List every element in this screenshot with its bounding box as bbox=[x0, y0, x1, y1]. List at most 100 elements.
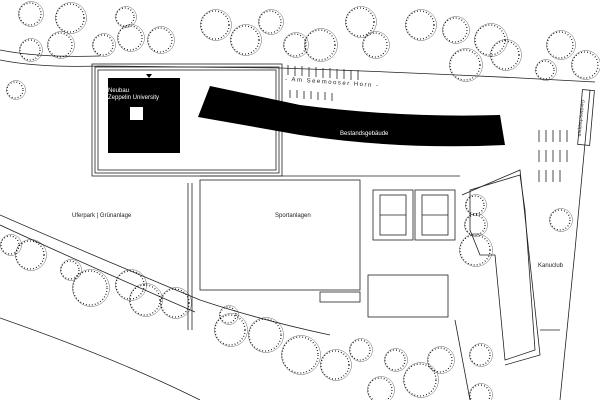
tree-canopy-outline bbox=[72, 269, 110, 307]
label-new-building-name: Zeppelin University bbox=[108, 95, 160, 101]
new-building bbox=[108, 78, 180, 153]
tree-icon bbox=[214, 314, 246, 346]
tree-icon bbox=[349, 339, 371, 361]
sports-field bbox=[199, 179, 361, 291]
label-park: Uferpark | Grünanlage bbox=[72, 213, 132, 219]
tennis-court-frame bbox=[414, 189, 456, 241]
tree-canopy-outline bbox=[115, 6, 137, 28]
tree-canopy-outline bbox=[304, 28, 338, 62]
tree-canopy-outline bbox=[283, 32, 309, 58]
tree-icon bbox=[258, 10, 282, 34]
tree-icon bbox=[403, 363, 437, 397]
tree-canopy-outline bbox=[403, 362, 439, 398]
tree-canopy-outline bbox=[117, 24, 145, 52]
tree-icon bbox=[427, 347, 453, 373]
tree-canopy-outline bbox=[6, 80, 26, 100]
tree-canopy-outline bbox=[367, 376, 395, 400]
tree-canopy-outline bbox=[281, 335, 321, 375]
tree-icon bbox=[283, 33, 307, 57]
tree-canopy-outline bbox=[15, 239, 47, 271]
tree-canopy-outline bbox=[549, 208, 573, 232]
tree-icon bbox=[367, 377, 393, 400]
tree-canopy-outline bbox=[405, 9, 437, 41]
label-canoe-club: Kanuclub bbox=[538, 263, 564, 269]
tree-icon bbox=[160, 288, 190, 318]
tree-icon bbox=[92, 34, 114, 56]
tree-canopy-outline bbox=[19, 38, 43, 62]
tree-icon bbox=[474, 24, 506, 56]
shoreline bbox=[0, 317, 201, 400]
tree-canopy-outline bbox=[384, 348, 408, 372]
tree-canopy-outline bbox=[147, 26, 175, 54]
tree-canopy-outline bbox=[449, 48, 483, 82]
tree-icon bbox=[55, 3, 85, 33]
tree-canopy-outline bbox=[427, 346, 455, 374]
tree-icon bbox=[115, 7, 135, 27]
tree-canopy-outline bbox=[465, 194, 487, 216]
tree-icon bbox=[345, 7, 375, 37]
tree-canopy-outline bbox=[469, 343, 493, 367]
tree-icon bbox=[18, 2, 42, 26]
tree-canopy-outline bbox=[92, 33, 116, 57]
tree-canopy-outline bbox=[546, 30, 576, 60]
small-field bbox=[319, 291, 361, 303]
road-edge-north-2 bbox=[0, 49, 101, 57]
tree-canopy-outline bbox=[362, 31, 390, 59]
tree-icon bbox=[362, 32, 388, 58]
tree-icon bbox=[19, 39, 41, 61]
tree-icon bbox=[6, 81, 24, 99]
tree-icon bbox=[147, 27, 173, 53]
tree-icon bbox=[464, 214, 486, 236]
label-existing-building: Bestandsgebäude bbox=[340, 131, 389, 137]
tree-icon bbox=[320, 350, 350, 380]
tree-canopy-outline bbox=[490, 39, 522, 71]
tree-icon bbox=[459, 234, 491, 266]
shore-path-2 bbox=[0, 224, 196, 313]
tree-canopy-outline bbox=[320, 349, 352, 381]
tree-canopy-outline bbox=[129, 283, 163, 317]
label-new-building: Neubau bbox=[108, 88, 130, 94]
parking-stalls bbox=[287, 65, 568, 182]
tree-canopy-outline bbox=[469, 383, 493, 400]
small-court bbox=[367, 274, 449, 318]
tree-icon bbox=[469, 344, 491, 366]
tree-canopy-outline bbox=[214, 313, 248, 347]
entrance-marker bbox=[146, 74, 152, 78]
tree-canopy-outline bbox=[115, 269, 147, 301]
tree-canopy-outline bbox=[535, 59, 557, 81]
tree-icon bbox=[15, 240, 45, 270]
tree-icon bbox=[469, 384, 491, 400]
canoe-club-building bbox=[469, 174, 536, 361]
tree-icon bbox=[571, 51, 599, 79]
tree-canopy-outline bbox=[47, 31, 75, 59]
tree-canopy-outline bbox=[200, 9, 232, 41]
tree-icon bbox=[549, 209, 571, 231]
new-building-courtyard bbox=[130, 107, 143, 120]
tree-icon bbox=[200, 10, 230, 40]
tree-canopy-outline bbox=[459, 233, 493, 267]
canoe-club-outline bbox=[461, 169, 541, 366]
tree-canopy-outline bbox=[464, 213, 488, 237]
road-edge-north bbox=[0, 59, 596, 83]
tree-canopy-outline bbox=[219, 305, 239, 325]
tree-icon bbox=[60, 260, 80, 280]
shore-path bbox=[0, 214, 331, 336]
existing-building bbox=[198, 86, 505, 147]
tennis-court-frame bbox=[372, 189, 414, 241]
tree-icon bbox=[47, 32, 73, 58]
tree-icon bbox=[442, 17, 468, 43]
tree-icon bbox=[230, 25, 260, 55]
tree-icon bbox=[490, 40, 520, 70]
shed bbox=[577, 89, 595, 146]
tree-icon bbox=[248, 318, 282, 352]
tree-canopy-outline bbox=[345, 6, 377, 38]
tree-icon bbox=[0, 235, 20, 255]
label-sports: Sportanlagen bbox=[275, 213, 311, 219]
tree-canopy-outline bbox=[442, 16, 470, 44]
tree-icon bbox=[465, 195, 485, 215]
tree-icon bbox=[117, 25, 143, 51]
tree-canopy-outline bbox=[18, 1, 44, 27]
pier bbox=[454, 319, 560, 400]
